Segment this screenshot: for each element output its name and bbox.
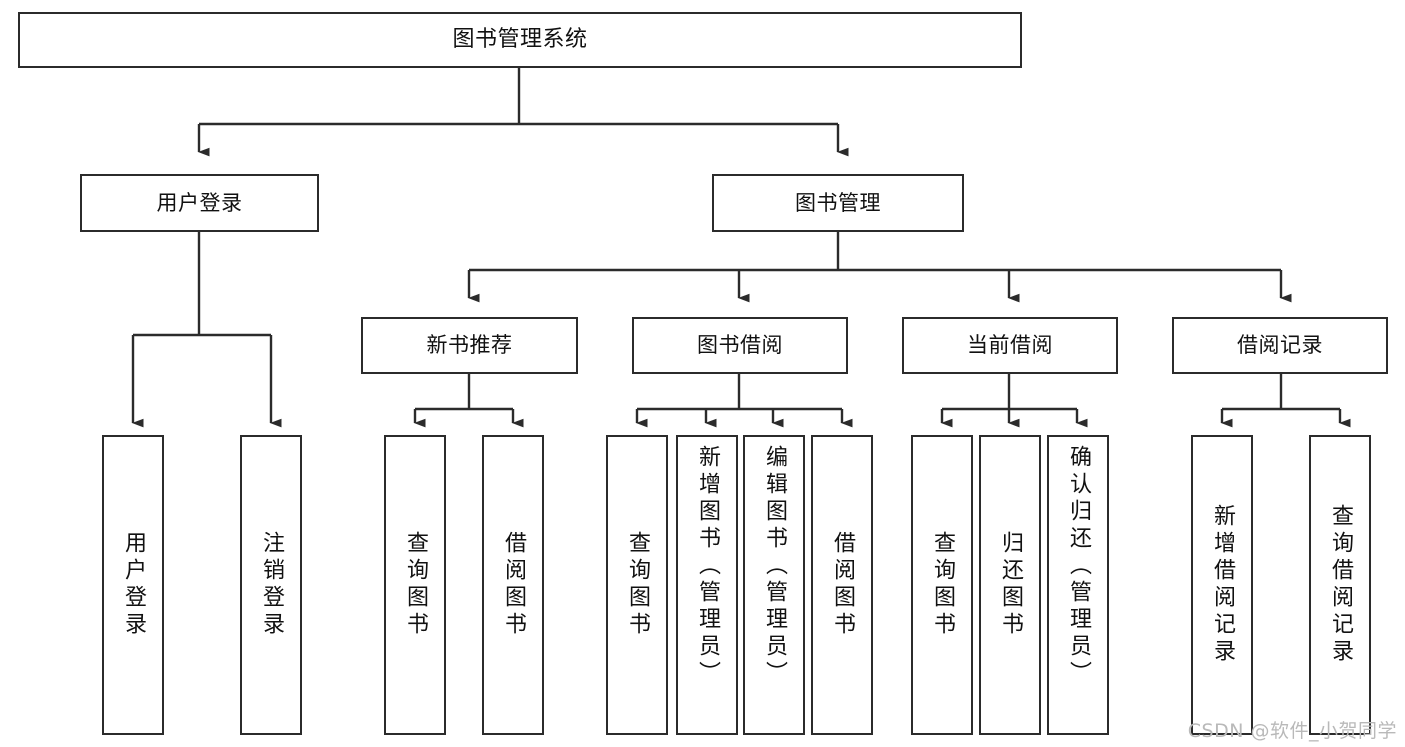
leaf-user-login[interactable]: 用户登录 [102,435,164,735]
node-label: 新增图书（管理员） [695,445,720,688]
node-label: 新增借阅记录 [1210,504,1235,666]
node-label: 借阅图书 [830,531,855,639]
node-label: 注销登录 [259,531,284,639]
leaf-query-books-current[interactable]: 查询图书 [911,435,973,735]
node-label: 确认归还（管理员） [1066,445,1091,688]
node-label: 借阅记录 [1237,333,1323,358]
watermark-text: CSDN @软件_小贺同学 [1187,720,1397,742]
leaf-return-books[interactable]: 归还图书 [979,435,1041,735]
node-label: 用户登录 [121,531,146,639]
leaf-add-book-admin[interactable]: 新增图书（管理员） [676,435,738,735]
node-root-book-management-system[interactable]: 图书管理系统 [18,12,1022,68]
leaf-edit-book-admin[interactable]: 编辑图书（管理员） [743,435,805,735]
leaf-query-books-recommend[interactable]: 查询图书 [384,435,446,735]
node-label: 查询图书 [930,531,955,639]
node-label: 图书借阅 [697,333,783,358]
leaf-confirm-return-admin[interactable]: 确认归还（管理员） [1047,435,1109,735]
node-label: 用户登录 [156,190,243,215]
leaf-query-books-borrow[interactable]: 查询图书 [606,435,668,735]
node-label: 借阅图书 [501,531,526,639]
node-book-management[interactable]: 图书管理 [712,174,964,232]
node-label: 当前借阅 [967,333,1053,358]
node-current-borrowing[interactable]: 当前借阅 [902,317,1118,374]
node-user-login[interactable]: 用户登录 [80,174,319,232]
leaf-borrow-books-recommend[interactable]: 借阅图书 [482,435,544,735]
node-label: 归还图书 [998,531,1023,639]
node-label: 查询图书 [625,531,650,639]
node-label: 新书推荐 [426,333,513,358]
leaf-add-borrow-record[interactable]: 新增借阅记录 [1191,435,1253,735]
node-book-borrowing[interactable]: 图书借阅 [632,317,848,374]
node-new-book-recommendation[interactable]: 新书推荐 [361,317,578,374]
node-label: 查询借阅记录 [1328,504,1353,666]
leaf-borrow-books[interactable]: 借阅图书 [811,435,873,735]
leaf-query-borrow-record[interactable]: 查询借阅记录 [1309,435,1371,735]
node-label: 查询图书 [403,531,428,639]
node-label: 图书管理 [795,190,881,215]
leaf-logout[interactable]: 注销登录 [240,435,302,735]
node-label: 图书管理系统 [452,27,588,53]
node-borrowing-records[interactable]: 借阅记录 [1172,317,1388,374]
node-label: 编辑图书（管理员） [762,445,787,688]
